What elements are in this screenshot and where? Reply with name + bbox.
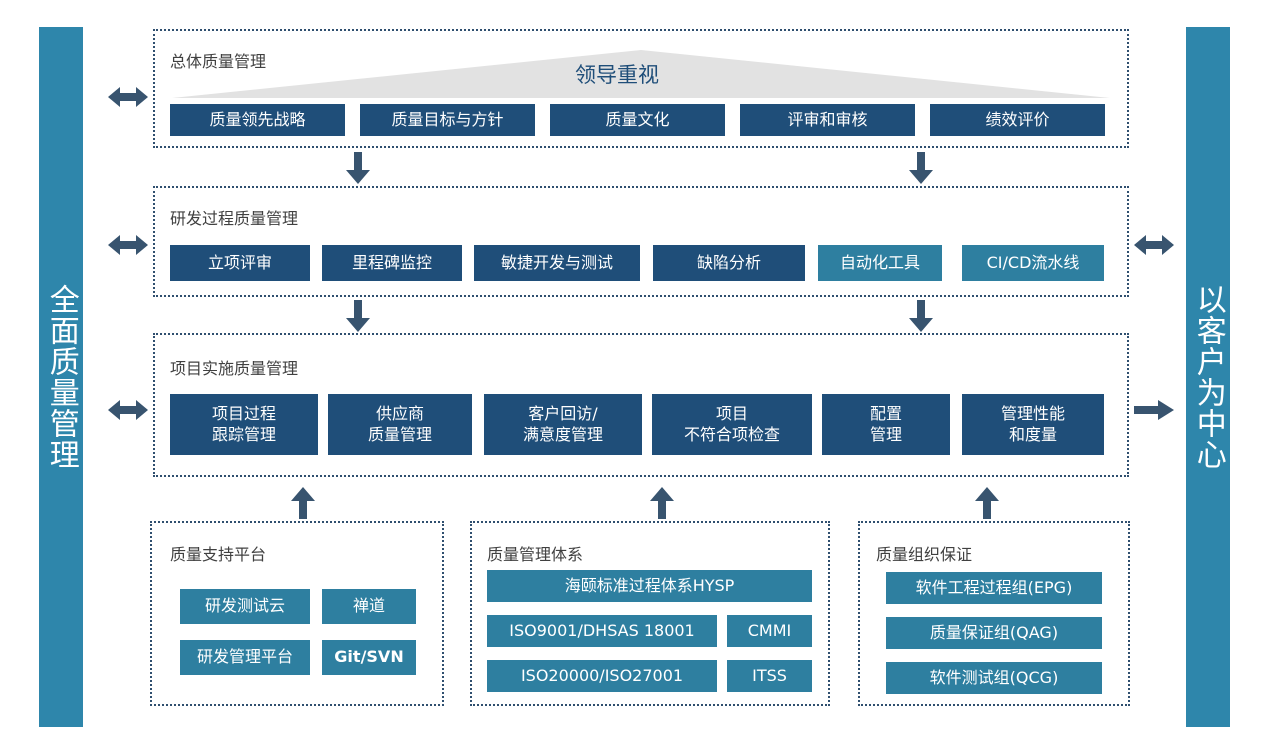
right-arrow-icon-right-2 (1134, 400, 1174, 420)
bidirectional-arrow-icon-left-1 (108, 87, 148, 107)
box-project-initiation-review[interactable]: 立项评审 (170, 245, 310, 281)
box-itss[interactable]: ITSS (727, 660, 812, 692)
box-project-nonconformity-inspection[interactable]: 项目 不符合项检查 (652, 394, 812, 455)
box-agile-development-and-testing[interactable]: 敏捷开发与测试 (474, 245, 640, 281)
box-rd-test-cloud[interactable]: 研发测试云 (180, 589, 310, 624)
bidirectional-arrow-icon-left-3 (108, 400, 148, 420)
panel-title-quality-organization-assurance: 质量组织保证 (876, 545, 973, 564)
down-arrow-icon-3 (346, 300, 370, 332)
box-git-svn[interactable]: Git/SVN (322, 640, 416, 675)
up-arrow-icon-2 (650, 487, 674, 519)
box-automation-tools[interactable]: 自动化工具 (818, 245, 942, 281)
box-management-performance-and-measurement[interactable]: 管理性能 和度量 (962, 394, 1104, 455)
box-epg[interactable]: 软件工程过程组(EPG) (886, 572, 1102, 604)
leadership-triangle-icon (172, 50, 1110, 98)
up-arrow-icon-1 (291, 487, 315, 519)
leadership-emphasis-label: 领导重视 (575, 63, 659, 87)
down-arrow-icon-2 (909, 152, 933, 184)
box-hysp-standard-process-system[interactable]: 海颐标准过程体系HYSP (487, 570, 812, 602)
box-quality-objectives-policy[interactable]: 质量目标与方针 (360, 104, 535, 136)
box-quality-leading-strategy[interactable]: 质量领先战略 (170, 104, 345, 136)
down-arrow-icon-1 (346, 152, 370, 184)
box-iso20000-iso27001[interactable]: ISO20000/ISO27001 (487, 660, 717, 692)
right-pillar: 以客户为中心 (1186, 27, 1230, 727)
panel-title-rd-process-quality-management: 研发过程质量管理 (170, 209, 299, 228)
box-performance-evaluation[interactable]: 绩效评价 (930, 104, 1105, 136)
box-qcg[interactable]: 软件测试组(QCG) (886, 662, 1102, 694)
bidirectional-arrow-icon-right-1 (1134, 235, 1174, 255)
down-arrow-icon-4 (909, 300, 933, 332)
panel-title-quality-management-system: 质量管理体系 (487, 545, 584, 564)
panel-title-quality-support-platform: 质量支持平台 (170, 545, 267, 564)
panel-title-project-implementation-quality-management: 项目实施质量管理 (170, 359, 299, 378)
box-defect-analysis[interactable]: 缺陷分析 (653, 245, 805, 281)
left-pillar-label: 全面质量管理 (43, 284, 79, 470)
box-quality-culture[interactable]: 质量文化 (550, 104, 725, 136)
box-qag[interactable]: 质量保证组(QAG) (886, 617, 1102, 649)
panel-title-overall-quality-management: 总体质量管理 (170, 52, 267, 71)
box-zentao[interactable]: 禅道 (322, 589, 416, 624)
box-customer-revisit-satisfaction-management[interactable]: 客户回访/ 满意度管理 (484, 394, 642, 455)
box-project-process-tracking-management[interactable]: 项目过程 跟踪管理 (170, 394, 318, 455)
left-pillar: 全面质量管理 (39, 27, 83, 727)
bidirectional-arrow-icon-left-2 (108, 235, 148, 255)
right-pillar-label: 以客户为中心 (1190, 284, 1226, 470)
up-arrow-icon-3 (975, 487, 999, 519)
box-configuration-management[interactable]: 配置 管理 (822, 394, 950, 455)
box-rd-management-platform[interactable]: 研发管理平台 (180, 640, 310, 675)
box-review-and-audit[interactable]: 评审和审核 (740, 104, 915, 136)
box-cmmi[interactable]: CMMI (727, 615, 812, 647)
box-milestone-monitoring[interactable]: 里程碑监控 (322, 245, 462, 281)
box-supplier-quality-management[interactable]: 供应商 质量管理 (328, 394, 472, 455)
box-cicd-pipeline[interactable]: CI/CD流水线 (962, 245, 1104, 281)
box-iso9001-dhsas18001[interactable]: ISO9001/DHSAS 18001 (487, 615, 717, 647)
